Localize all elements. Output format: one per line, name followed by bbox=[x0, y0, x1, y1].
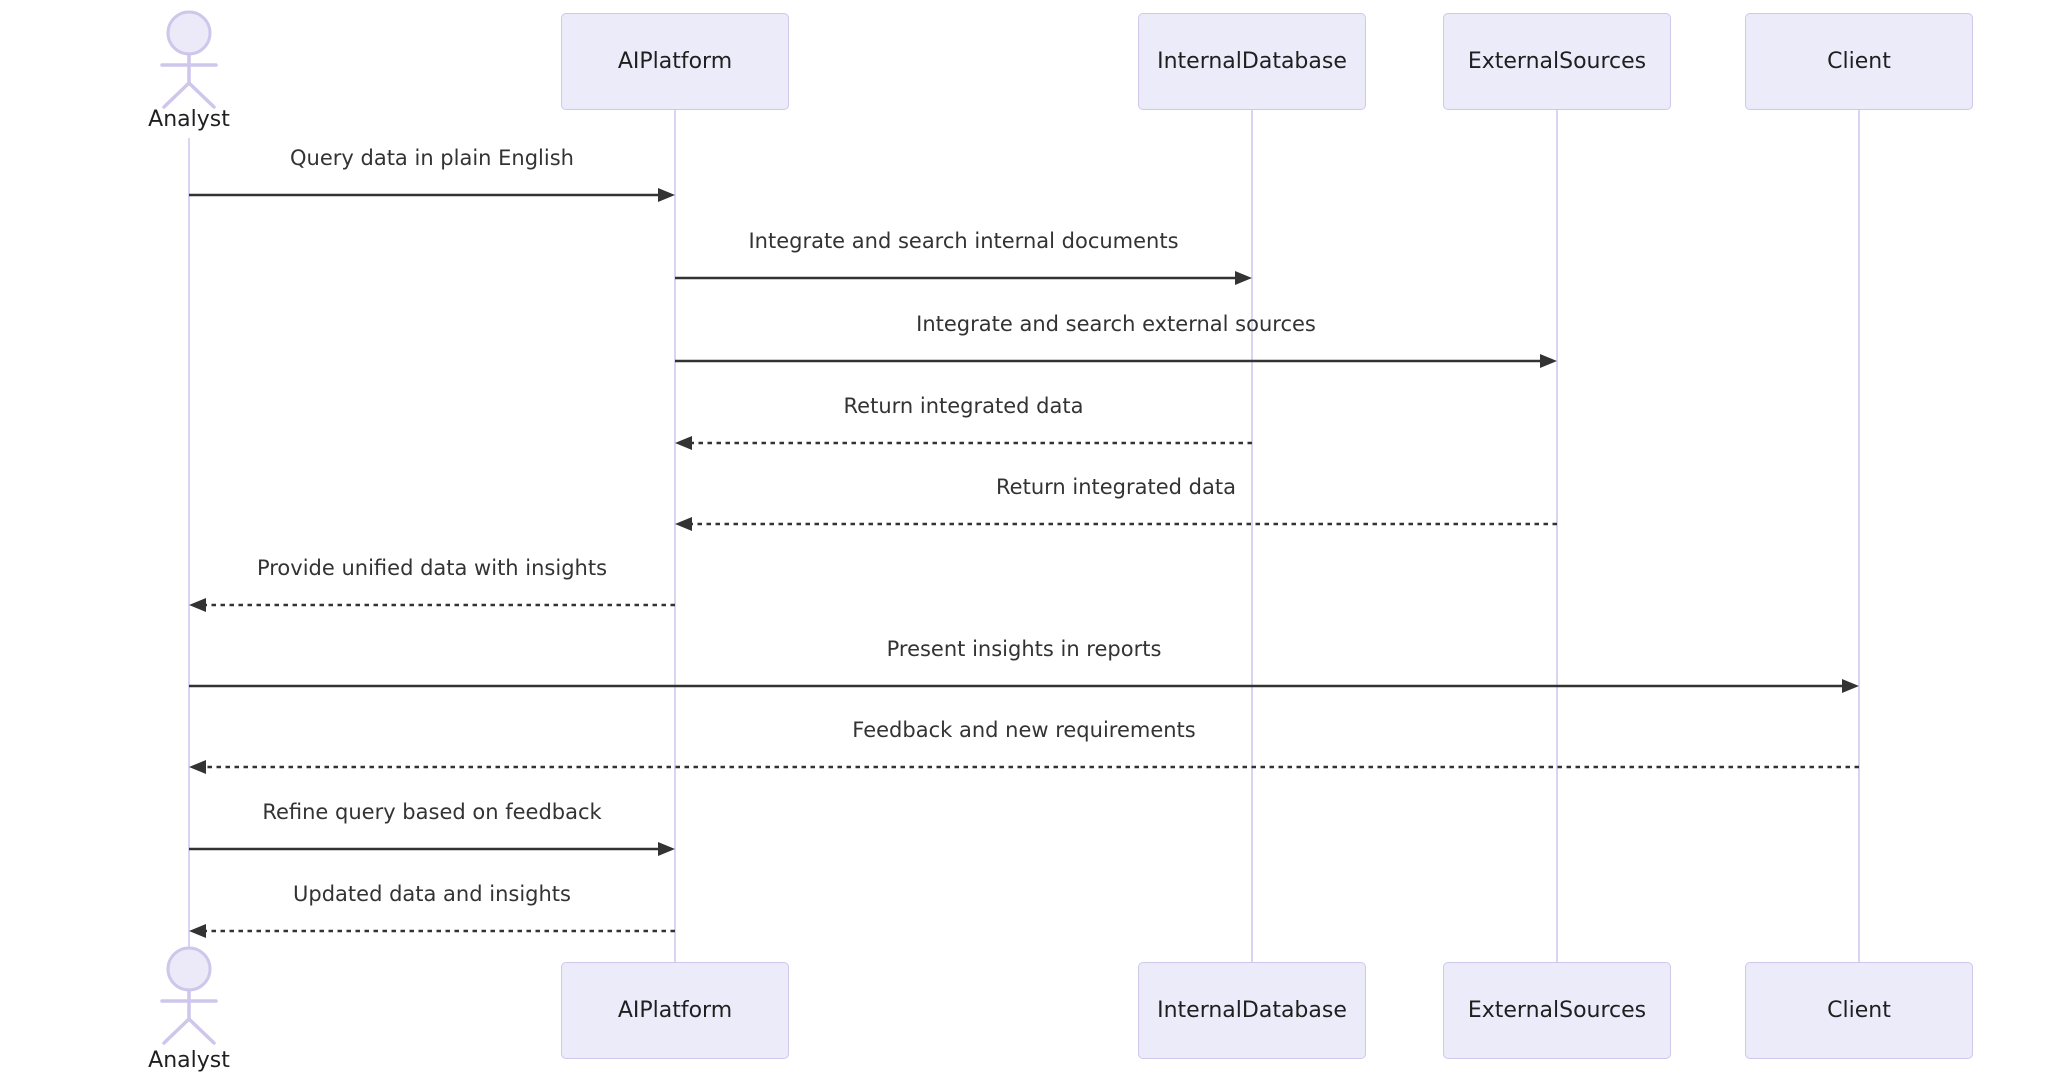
message-3-arrow bbox=[675, 354, 1557, 368]
message-8-label: Feedback and new requirements bbox=[852, 718, 1196, 742]
message-1-arrow bbox=[189, 188, 675, 202]
lifeline-client bbox=[1858, 110, 1860, 962]
lifeline-analyst bbox=[188, 138, 190, 956]
participant-label: InternalDatabase bbox=[1157, 998, 1347, 1023]
participant-box-bottom-internaldatabase: InternalDatabase bbox=[1138, 962, 1366, 1059]
message-1-label: Query data in plain English bbox=[290, 146, 574, 170]
message-10-label: Updated data and insights bbox=[293, 882, 571, 906]
participant-label: Client bbox=[1827, 998, 1891, 1023]
participant-box-top-internaldatabase: InternalDatabase bbox=[1138, 13, 1366, 110]
actor-figure-top-icon bbox=[160, 10, 218, 109]
participant-label: ExternalSources bbox=[1467, 49, 1647, 74]
message-5-arrow bbox=[675, 517, 1557, 531]
participant-label: ExternalSources bbox=[1467, 998, 1647, 1023]
message-6-arrow bbox=[189, 598, 675, 612]
message-7-label: Present insights in reports bbox=[886, 637, 1162, 661]
participant-box-top-externalsources: ExternalSources bbox=[1443, 13, 1671, 110]
message-5-label: Return integrated data bbox=[996, 475, 1236, 499]
participant-label: AIPlatform bbox=[617, 49, 733, 74]
message-7-arrow bbox=[189, 679, 1859, 693]
participant-label: Client bbox=[1827, 49, 1891, 74]
participant-box-bottom-client: Client bbox=[1745, 962, 1973, 1059]
lifeline-externalsources bbox=[1556, 110, 1558, 962]
actor-figure-bottom-icon bbox=[160, 946, 218, 1045]
participant-label-top-analyst: Analyst bbox=[148, 107, 230, 132]
participant-label: InternalDatabase bbox=[1157, 49, 1347, 74]
message-3-label: Integrate and search external sources bbox=[916, 312, 1316, 336]
participant-label-bottom-analyst: Analyst bbox=[148, 1048, 230, 1073]
participant-box-bottom-aiplatform: AIPlatform bbox=[561, 962, 789, 1059]
message-9-label: Refine query based on feedback bbox=[262, 800, 602, 824]
participant-box-top-client: Client bbox=[1745, 13, 1973, 110]
message-10-arrow bbox=[189, 924, 675, 938]
participant-box-bottom-externalsources: ExternalSources bbox=[1443, 962, 1671, 1059]
message-2-arrow bbox=[675, 271, 1252, 285]
message-2-label: Integrate and search internal documents bbox=[748, 229, 1179, 253]
lifeline-internaldatabase bbox=[1251, 110, 1253, 962]
participant-label: AIPlatform bbox=[617, 998, 733, 1023]
message-6-label: Provide unified data with insights bbox=[256, 556, 608, 580]
message-8-arrow bbox=[189, 760, 1859, 774]
participant-box-top-aiplatform: AIPlatform bbox=[561, 13, 789, 110]
lifeline-aiplatform bbox=[674, 110, 676, 962]
message-9-arrow bbox=[189, 842, 675, 856]
message-4-arrow bbox=[675, 436, 1252, 450]
message-4-label: Return integrated data bbox=[843, 394, 1084, 418]
